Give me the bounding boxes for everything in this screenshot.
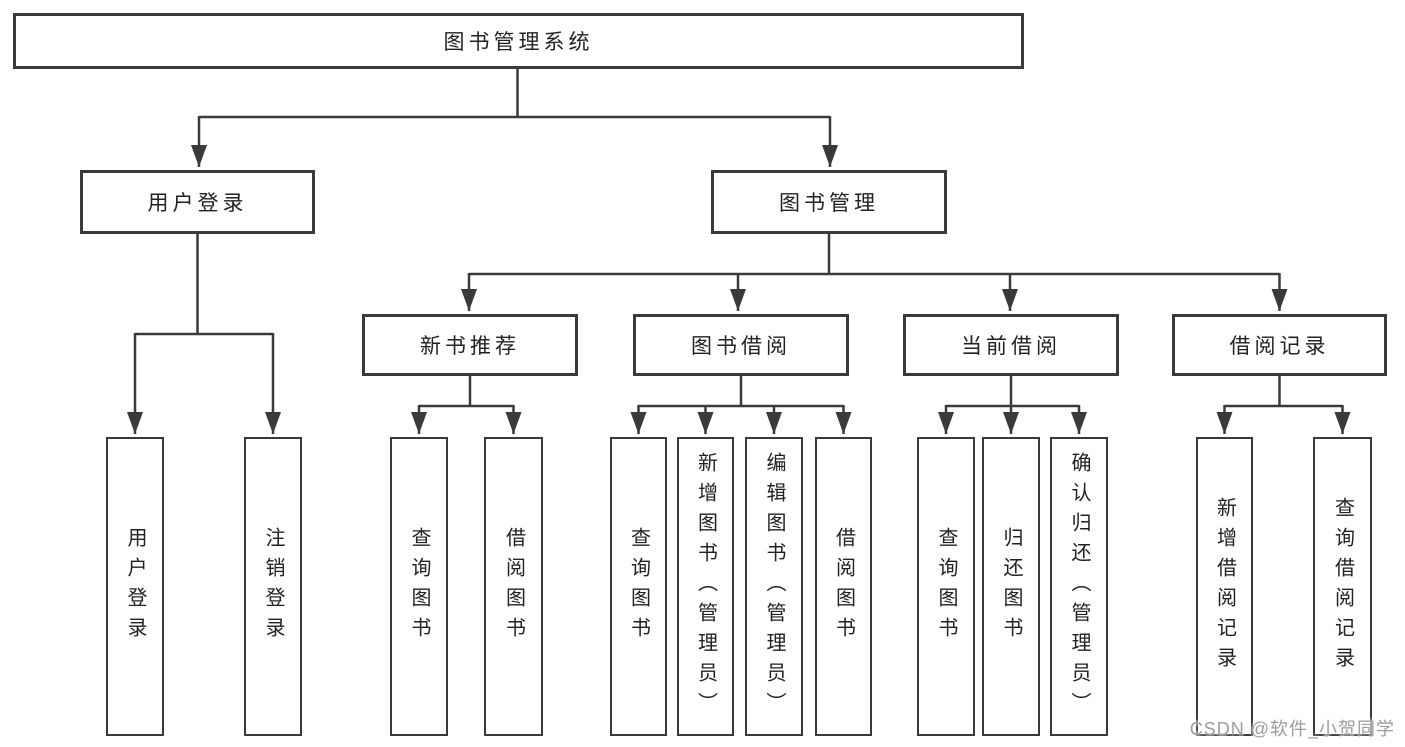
leaf-newbook-query-label: 查询图书 [408,526,430,647]
connector-user-login-spine [135,234,273,336]
leaf-current-confirm-admin: 确认归还（管理员） [1050,437,1108,736]
connector-current-borrow-spine [946,376,1079,408]
node-book-management: 图书管理 [711,170,947,234]
node-user-login-label: 用户登录 [147,192,248,215]
node-book-management-label: 图书管理 [779,192,879,215]
leaf-newbook-borrow: 借阅图书 [484,437,543,736]
leaf-borrow-query-label: 查询图书 [627,526,650,647]
leaf-borrow-borrow: 借阅图书 [815,437,872,736]
connector-borrow-record-spine [1224,376,1343,408]
node-user-login: 用户登录 [80,170,315,234]
leaf-current-confirm-admin-label: 确认归还（管理员） [1068,451,1090,722]
leaf-borrow-query: 查询图书 [610,437,667,736]
leaf-borrow-add-admin-label: 新增图书（管理员） [694,451,717,722]
node-new-book-recommend-label: 新书推荐 [420,335,520,358]
leaf-record-query: 查询借阅记录 [1313,437,1372,736]
connector-new-book-spine [419,376,514,408]
node-root-system: 图书管理系统 [13,13,1024,69]
node-current-borrow: 当前借阅 [903,314,1119,376]
leaf-current-query-label: 查询图书 [935,526,957,647]
connector-book-borrow-spine [638,376,844,408]
node-borrow-record-label: 借阅记录 [1229,335,1330,358]
leaf-newbook-borrow-label: 借阅图书 [502,526,525,647]
leaf-record-add: 新增借阅记录 [1196,437,1253,736]
leaf-record-add-label: 新增借阅记录 [1213,496,1236,677]
leaf-user-login-label: 用户登录 [124,526,146,647]
leaf-record-query-label: 查询借阅记录 [1331,496,1354,677]
leaf-user-login: 用户登录 [106,437,164,736]
leaf-current-return-label: 归还图书 [1000,526,1022,647]
leaf-newbook-query: 查询图书 [390,437,448,736]
leaf-current-query: 查询图书 [917,437,975,736]
leaf-current-return: 归还图书 [982,437,1040,736]
leaf-borrow-add-admin: 新增图书（管理员） [677,437,734,736]
node-book-borrow-label: 图书借阅 [691,335,791,358]
leaf-borrow-edit-admin: 编辑图书（管理员） [745,437,803,736]
csdn-watermark: CSDN @软件_小贺同学 [1189,719,1395,739]
leaf-logout: 注销登录 [244,437,302,736]
leaf-borrow-borrow-label: 借阅图书 [832,526,855,647]
node-new-book-recommend: 新书推荐 [362,314,578,376]
node-book-borrow: 图书借阅 [633,314,849,376]
node-root-system-label: 图书管理系统 [443,31,594,54]
node-current-borrow-label: 当前借阅 [961,335,1061,358]
connector-root-spine [199,69,830,119]
connector-book-management-spine [469,234,1280,276]
node-borrow-record: 借阅记录 [1172,314,1387,376]
leaf-logout-label: 注销登录 [262,526,284,647]
leaf-borrow-edit-admin-label: 编辑图书（管理员） [763,451,785,722]
